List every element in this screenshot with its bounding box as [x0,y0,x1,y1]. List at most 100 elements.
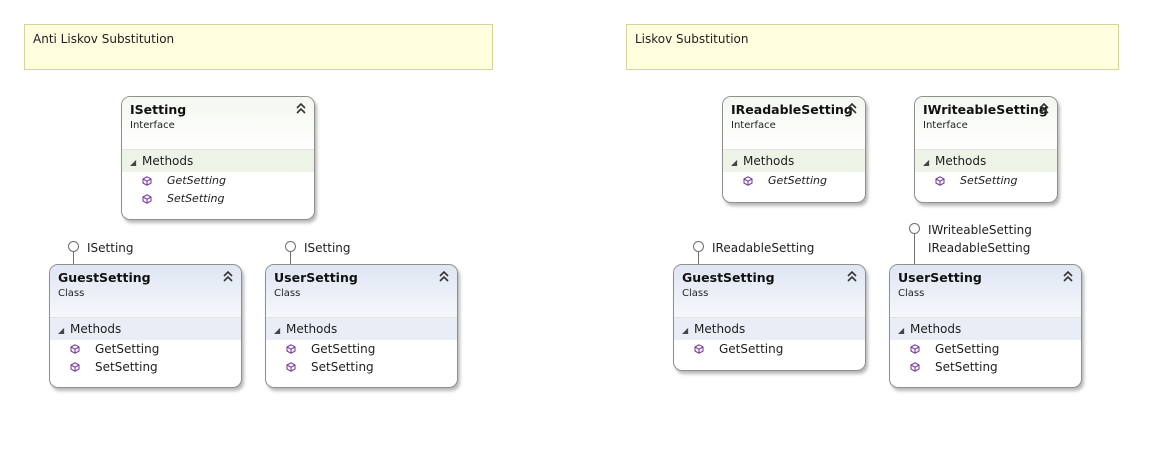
method-cube-icon [743,176,753,186]
method-label: SetSetting [167,192,225,205]
double-chevron-up-icon[interactable] [296,103,306,115]
section-label: Methods [70,322,122,336]
section-label: Methods [935,154,987,168]
double-chevron-up-icon[interactable] [1039,103,1049,115]
lollipop-label: ISetting [87,241,134,255]
section-label: Methods [142,154,194,168]
methods-section[interactable]: ◢ Methods [50,317,241,340]
collapse-triangle-icon: ◢ [130,158,137,167]
note-anti-liskov[interactable]: Anti Liskov Substitution [24,24,493,70]
method-item[interactable]: SetSetting [122,190,314,208]
class-usersetting[interactable]: UserSetting Class ◢ Methods GetSetting Se… [889,264,1082,388]
method-cube-icon [694,344,704,354]
shape-title: UserSetting [274,270,358,285]
lollipop-icon [285,241,296,252]
double-chevron-up-icon[interactable] [1063,271,1073,283]
method-item[interactable]: GetSetting [674,340,865,358]
section-label: Methods [694,322,746,336]
interface-ireadablesetting[interactable]: IReadableSetting Interface ◢ Methods GetS… [722,96,866,203]
double-chevron-up-icon[interactable] [439,271,449,283]
method-item[interactable]: GetSetting [122,172,314,190]
method-cube-icon [910,344,920,354]
method-item[interactable]: SetSetting [266,358,457,376]
lollipop-label: IReadableSetting [928,241,1031,255]
collapse-triangle-icon: ◢ [682,326,689,335]
method-label: SetSetting [95,360,158,374]
collapse-triangle-icon: ◢ [923,158,930,167]
interface-lollipop: IWriteableSetting IReadableSetting [909,223,1049,267]
shape-kind: Class [898,288,925,299]
collapse-triangle-icon: ◢ [274,326,281,335]
method-label: SetSetting [960,174,1018,187]
shape-kind: Class [58,288,85,299]
shape-title: UserSetting [898,270,982,285]
method-label: GetSetting [768,174,827,187]
lollipop-icon [909,223,920,234]
shape-kind: Class [274,288,301,299]
method-item[interactable]: SetSetting [915,172,1057,190]
shape-header: UserSetting Class [890,265,1081,317]
interface-isetting[interactable]: ISetting Interface ◢ Methods GetSetting S… [121,96,315,220]
method-label: GetSetting [935,342,1000,356]
interface-iwriteablesetting[interactable]: IWriteableSetting Interface ◢ Methods Set… [914,96,1058,203]
class-guestsetting[interactable]: GuestSetting Class ◢ Methods GetSetting S… [49,264,242,388]
interface-lollipop: ISetting [285,241,405,267]
method-item[interactable]: SetSetting [890,358,1081,376]
methods-section[interactable]: ◢ Methods [674,317,865,340]
methods-section[interactable]: ◢ Methods [915,149,1057,172]
shape-title: ISetting [130,102,187,117]
method-cube-icon [286,362,296,372]
class-guestsetting[interactable]: GuestSetting Class ◢ Methods GetSetting [673,264,866,371]
shape-header: UserSetting Class [266,265,457,317]
methods-section[interactable]: ◢ Methods [723,149,865,172]
double-chevron-up-icon[interactable] [223,271,233,283]
method-label: GetSetting [311,342,376,356]
method-item[interactable]: GetSetting [890,340,1081,358]
method-cube-icon [910,362,920,372]
method-cube-icon [142,194,152,204]
interface-lollipop: ISetting [68,241,188,267]
collapse-triangle-icon: ◢ [898,326,905,335]
shape-header: GuestSetting Class [50,265,241,317]
section-label: Methods [910,322,962,336]
shape-kind: Class [682,288,709,299]
lollipop-label: IWriteableSetting [928,223,1032,237]
lollipop-label: ISetting [304,241,351,255]
section-label: Methods [286,322,338,336]
class-usersetting[interactable]: UserSetting Class ◢ Methods GetSetting Se… [265,264,458,388]
collapse-triangle-icon: ◢ [58,326,65,335]
method-item[interactable]: GetSetting [723,172,865,190]
shape-title: GuestSetting [58,270,151,285]
method-label: SetSetting [311,360,374,374]
method-cube-icon [935,176,945,186]
method-label: GetSetting [719,342,784,356]
method-label: GetSetting [95,342,160,356]
shape-header: IReadableSetting Interface [723,97,865,149]
lollipop-icon [68,241,79,252]
lollipop-icon [693,241,704,252]
collapse-triangle-icon: ◢ [731,158,738,167]
double-chevron-up-icon[interactable] [847,271,857,283]
shape-title: IWriteableSetting [923,102,1048,117]
shape-kind: Interface [923,120,968,131]
shape-kind: Interface [130,120,175,131]
note-liskov[interactable]: Liskov Substitution [626,24,1119,70]
method-cube-icon [286,344,296,354]
method-item[interactable]: SetSetting [50,358,241,376]
methods-section[interactable]: ◢ Methods [890,317,1081,340]
double-chevron-up-icon[interactable] [847,103,857,115]
methods-section[interactable]: ◢ Methods [122,149,314,172]
method-item[interactable]: GetSetting [266,340,457,358]
method-cube-icon [142,176,152,186]
methods-section[interactable]: ◢ Methods [266,317,457,340]
note-text: Liskov Substitution [635,32,749,46]
shape-header: GuestSetting Class [674,265,865,317]
section-label: Methods [743,154,795,168]
shape-title: IReadableSetting [731,102,853,117]
interface-lollipop: IReadableSetting [693,241,833,267]
method-item[interactable]: GetSetting [50,340,241,358]
shape-title: GuestSetting [682,270,775,285]
method-label: SetSetting [935,360,998,374]
method-label: GetSetting [167,174,226,187]
shape-header: IWriteableSetting Interface [915,97,1057,149]
